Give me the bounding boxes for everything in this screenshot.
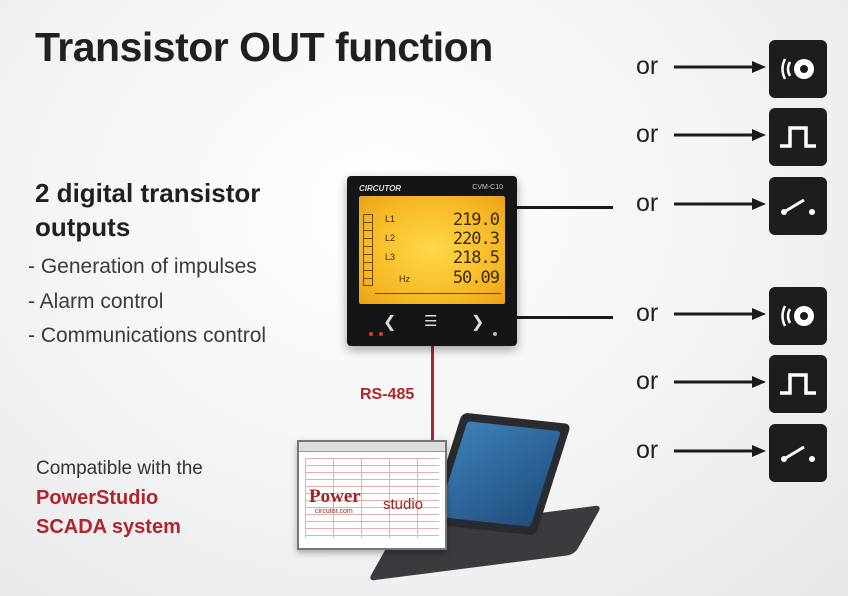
powerstudio-logo-url: circutor.com: [315, 508, 353, 515]
line-label: Hz: [399, 274, 410, 284]
chevron-right-icon[interactable]: ❯: [471, 314, 485, 331]
arrow-right-icon: [674, 376, 766, 388]
scada-label: SCADA system: [36, 516, 181, 538]
line-value: 218.5: [452, 248, 500, 268]
meter-display: L1 219.0 L2 220.3 L3 218.5 Hz 50.09: [359, 196, 505, 304]
switch-icon: [769, 177, 827, 235]
output-option: or: [636, 177, 828, 235]
arrow-right-icon: [674, 129, 766, 141]
power-meter: CIRCUTOR CVM-C10 L1 219.0 L2 220.3 L3 21…: [347, 176, 517, 346]
output-option: or: [636, 287, 828, 345]
powerstudio-label: PowerStudio: [36, 487, 159, 509]
led-indicator: [369, 332, 373, 336]
heading-line-2: outputs: [35, 212, 131, 242]
output-option: or: [636, 108, 828, 166]
arrow-right-icon: [674, 445, 766, 457]
line-value: 220.3: [452, 229, 500, 249]
arrow-right-icon: [674, 61, 766, 73]
heading-line-1: 2 digital transistor: [35, 178, 261, 208]
or-label: or: [636, 436, 659, 464]
or-label: or: [636, 367, 659, 395]
or-label: or: [636, 52, 659, 80]
line-label: L3: [385, 252, 396, 262]
pulse-icon: [769, 108, 827, 166]
rs485-label: RS-485: [360, 386, 415, 403]
switch-icon: [769, 424, 827, 482]
outputs-heading: 2 digital transistor outputs: [35, 176, 295, 244]
feature-item: - Generation of impulses: [28, 255, 257, 278]
led-indicator: [493, 332, 497, 336]
window-titlebar: [299, 442, 445, 452]
meter-model: CVM-C10: [472, 184, 503, 191]
display-footer: [375, 293, 501, 301]
chevron-left-icon[interactable]: ❮: [383, 314, 397, 331]
line-label: L2: [385, 233, 396, 243]
powerstudio-logo-power: Power: [309, 486, 361, 507]
features-list: - Generation of impulses - Alarm control…: [28, 250, 266, 354]
output-option: or: [636, 40, 828, 98]
arrow-right-icon: [674, 308, 766, 320]
pulse-icon: [769, 355, 827, 413]
rs485-wire: [431, 346, 434, 442]
line-value: 50.09: [452, 268, 500, 288]
line-label: L1: [385, 214, 396, 224]
output-option: or: [636, 424, 828, 482]
led-indicator: [379, 332, 383, 336]
output-option: or: [636, 355, 828, 413]
feature-item: - Alarm control: [28, 289, 164, 313]
line-value: 219.0: [452, 210, 500, 230]
feature-item: - Communications control: [28, 324, 267, 347]
meter-brand: CIRCUTOR: [359, 184, 402, 193]
sound-icon: [769, 40, 827, 98]
page-title: Transistor OUT function: [35, 24, 493, 70]
or-label: or: [636, 120, 659, 148]
spreadsheet-grid: [305, 458, 439, 538]
or-label: or: [636, 299, 659, 327]
or-label: or: [636, 189, 659, 217]
powerstudio-logo-studio: studio: [383, 496, 424, 513]
software-window: Power studio circutor.com: [297, 440, 447, 550]
output-wire-2: [517, 316, 613, 319]
arrow-right-icon: [674, 198, 766, 210]
sound-icon: [769, 287, 827, 345]
compatible-label: Compatible with the: [36, 458, 203, 479]
output-wire-1: [517, 206, 613, 209]
bar-indicator: [363, 214, 373, 286]
menu-icon[interactable]: ☰: [424, 313, 438, 330]
